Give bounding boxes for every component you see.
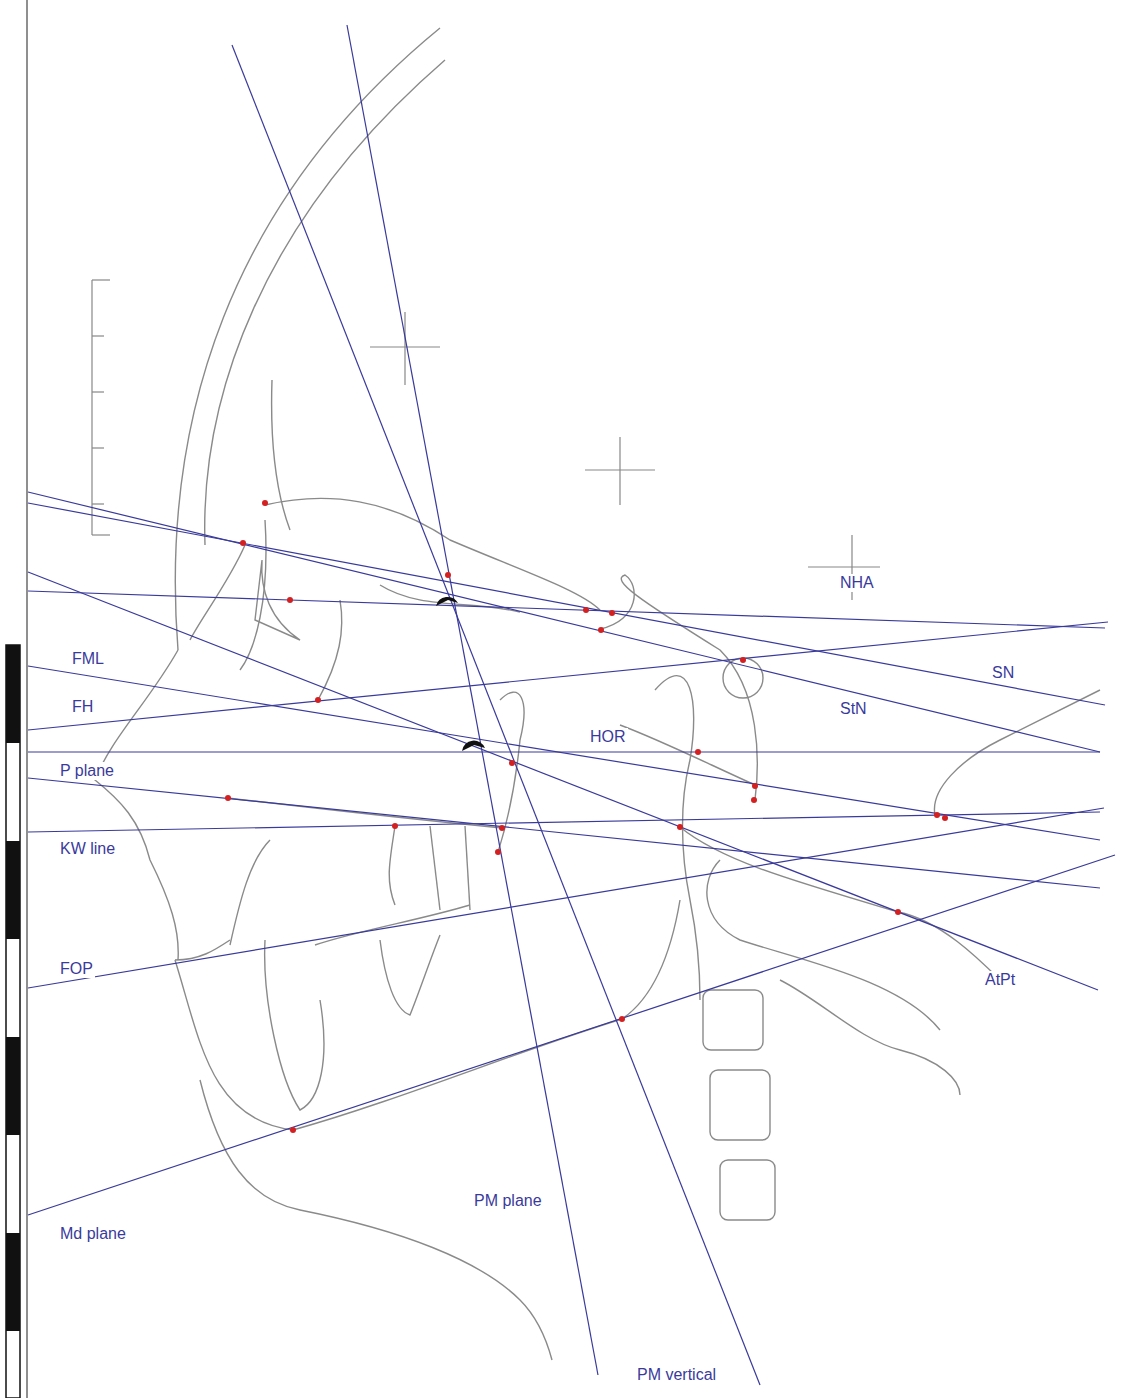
small-ruler [92,280,110,535]
line-label: FML [70,650,106,668]
angle-marker [462,741,485,751]
landmark-dot [225,500,948,1133]
line-label: NHA [838,574,876,592]
reference-line [28,25,1115,1385]
line-label: AtPt [983,971,1017,989]
line-label: PM plane [472,1192,544,1210]
line-label: Md plane [58,1225,128,1243]
angle-marker [436,597,458,606]
registration-cross [370,312,880,600]
line-label: KW line [58,840,117,858]
line-label: P plane [58,762,116,780]
line-label: SN [990,664,1016,682]
border-line [26,0,28,1398]
skull-tracing [95,28,1100,1360]
line-label: PM vertical [635,1366,718,1384]
scale-bar [6,645,20,1398]
line-label: FH [70,698,95,716]
line-label: FOP [58,960,95,978]
line-label: StN [838,700,869,718]
line-label: HOR [588,728,628,746]
